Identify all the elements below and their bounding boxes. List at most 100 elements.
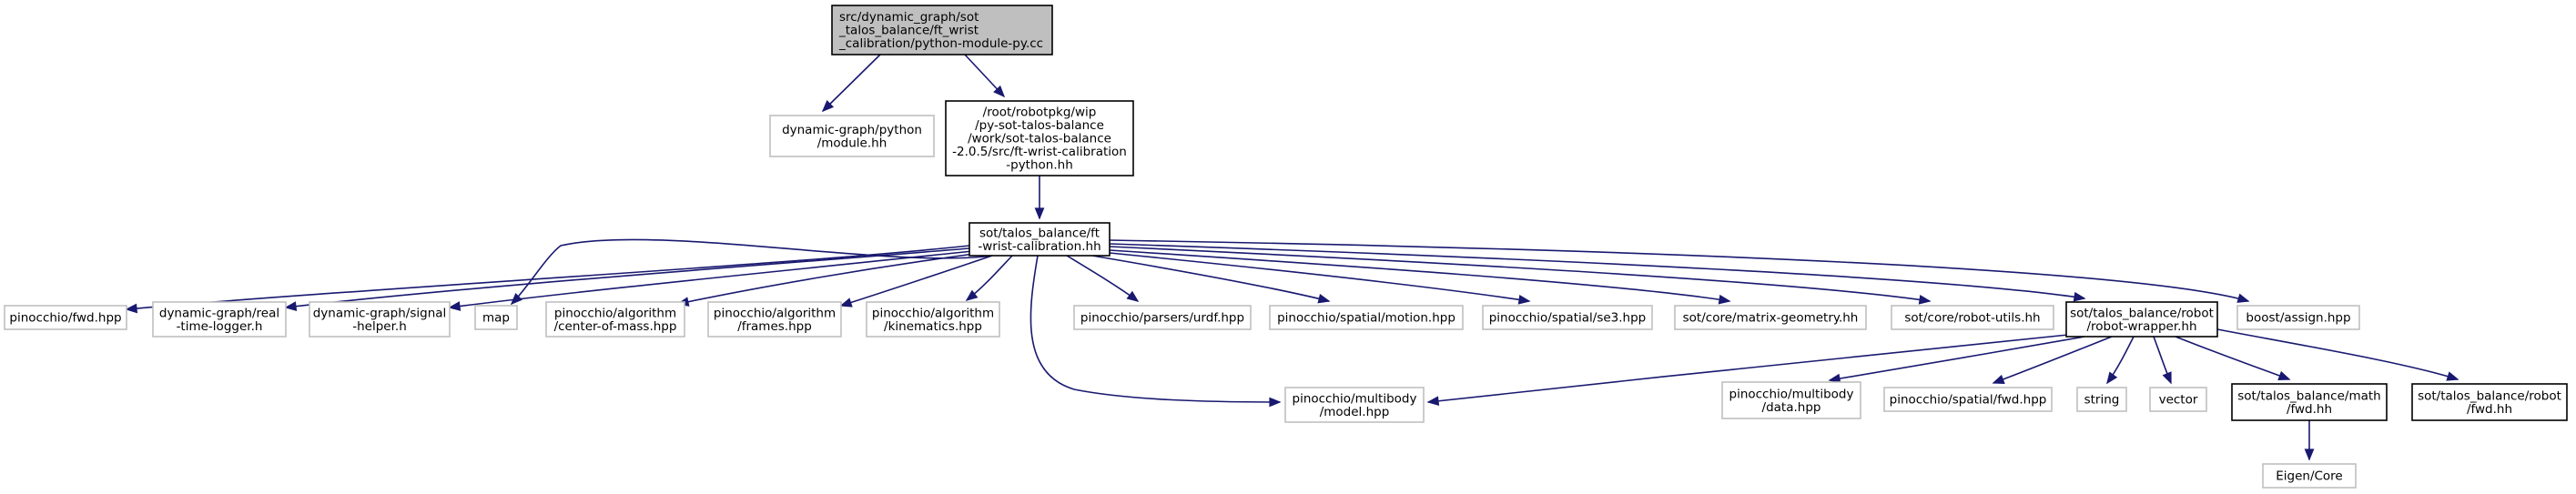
node-model: pinocchio/multibody/model.hpp xyxy=(1284,387,1425,423)
node-box xyxy=(969,222,1111,257)
edge-robot-wrapper-to-string xyxy=(2106,336,2135,385)
node-box xyxy=(769,115,935,157)
edge-line xyxy=(1993,336,2113,384)
node-python-hh[interactable]: /root/robotpkg/wip/py-sot-talos-balance/… xyxy=(945,100,1134,176)
node-math-fwd[interactable]: sot/talos_balance/math/fwd.hh xyxy=(2231,383,2388,421)
node-ft-wrist-calibration[interactable]: sot/talos_balance/ft-wrist-calibration.h… xyxy=(969,222,1111,257)
arrowhead-icon xyxy=(510,292,523,306)
node-label-line: /module.hh xyxy=(817,136,887,150)
edge-line xyxy=(1109,246,1931,302)
arrowhead-icon xyxy=(1034,207,1045,220)
node-label-line: Eigen/Core xyxy=(2276,469,2343,484)
node-label-line: -helper.h xyxy=(352,319,407,334)
edge-ft-wrist-calibration-to-motion xyxy=(1091,255,1331,304)
arrowhead-icon xyxy=(1426,396,1440,407)
arrowhead-icon xyxy=(125,303,138,314)
arrowhead-icon xyxy=(839,297,853,307)
edge-line xyxy=(126,245,970,310)
arrowhead-icon xyxy=(1317,293,1331,304)
edge-line xyxy=(285,247,970,308)
edge-line xyxy=(2216,328,2459,380)
node-box xyxy=(707,301,842,338)
node-label-line: /fwd.hh xyxy=(2287,402,2332,417)
node-label-line: /center-of-mass.hpp xyxy=(554,319,677,334)
arrowhead-icon xyxy=(993,85,1006,98)
arrowhead-icon xyxy=(2236,293,2250,303)
node-box xyxy=(2411,383,2568,421)
node-label-line: src/dynamic_graph/sot xyxy=(839,10,979,25)
node-box xyxy=(1674,305,1867,330)
edge-robot-wrapper-to-spatial-fwd xyxy=(1992,336,2113,384)
edge-line xyxy=(1109,239,2249,302)
node-se3: pinocchio/spatial/se3.hpp xyxy=(1482,305,1653,330)
node-label-line: /frames.hpp xyxy=(737,319,812,334)
edge-line xyxy=(822,54,881,112)
node-label-line: -python.hh xyxy=(1006,158,1073,173)
node-label-line: pinocchio/algorithm xyxy=(554,306,676,320)
node-pinocchio-fwd: pinocchio/fwd.hpp xyxy=(4,305,127,330)
node-real-time-logger: dynamic-graph/real-time-logger.h xyxy=(152,301,287,338)
node-label-line: dynamic-graph/real xyxy=(159,306,279,320)
arrowhead-icon xyxy=(1918,294,1932,305)
arrowhead-icon xyxy=(2073,291,2086,302)
edge-line xyxy=(840,255,993,307)
edge-line xyxy=(1091,255,1330,302)
node-root[interactable]: src/dynamic_graph/sot_talos_balance/ft_w… xyxy=(831,5,1053,55)
node-box xyxy=(1073,305,1252,330)
arrowhead-icon xyxy=(2304,449,2315,461)
node-label-line: map xyxy=(482,311,510,326)
edge-ft-wrist-calibration-to-se3 xyxy=(1109,252,1531,305)
node-label-line: pinocchio/parsers/urdf.hpp xyxy=(1080,311,1244,326)
node-box xyxy=(2236,305,2360,330)
node-matrix-geometry: sot/core/matrix-geometry.hh xyxy=(1674,305,1867,330)
node-box xyxy=(831,5,1053,55)
node-label-line: dynamic-graph/python xyxy=(782,123,922,137)
node-center-of-mass: pinocchio/algorithm/center-of-mass.hpp xyxy=(545,301,685,338)
nodes-layer: src/dynamic_graph/sot_talos_balance/ft_w… xyxy=(4,5,2568,489)
node-urdf: pinocchio/parsers/urdf.hpp xyxy=(1073,305,1252,330)
edge-line xyxy=(1109,252,1530,302)
arrowhead-icon xyxy=(1269,397,1282,408)
edge-robot-wrapper-to-math-fwd xyxy=(2175,336,2291,381)
node-spatial-fwd: pinocchio/spatial/fwd.hpp xyxy=(1883,387,2053,412)
node-label-line: _talos_balance/ft_wrist xyxy=(838,24,979,38)
node-box xyxy=(545,301,685,338)
edge-ft-wrist-calibration-to-frames xyxy=(839,255,993,307)
edge-root-to-dg-python-module xyxy=(821,54,881,113)
edge-ft-wrist-calibration-to-pinocchio-fwd xyxy=(125,245,970,314)
edge-ft-wrist-calibration-to-boost-assign xyxy=(1109,239,2250,303)
node-label-line: pinocchio/spatial/motion.hpp xyxy=(1277,311,1455,326)
node-vector: vector xyxy=(2149,387,2207,412)
node-robot-fwd[interactable]: sot/talos_balance/robot/fwd.hh xyxy=(2411,383,2568,421)
node-box xyxy=(866,301,1000,338)
node-label-line: sot/talos_balance/robot xyxy=(2418,388,2561,403)
edge-line xyxy=(1066,255,1139,302)
node-box xyxy=(2149,387,2207,412)
edge-ft-wrist-calibration-to-urdf xyxy=(1066,255,1140,302)
node-dg-python-module: dynamic-graph/python/module.hh xyxy=(769,115,935,157)
node-label-line: pinocchio/spatial/fwd.hpp xyxy=(1890,393,2047,408)
node-eigen-core: Eigen/Core xyxy=(2262,463,2357,489)
node-label-line: /data.hpp xyxy=(1762,400,1821,415)
edge-ft-wrist-calibration-to-kinematics xyxy=(965,255,1013,301)
arrowhead-icon xyxy=(1992,374,2005,384)
node-box xyxy=(2262,463,2357,489)
node-label-line: pinocchio/algorithm xyxy=(872,306,994,320)
edge-line xyxy=(2175,336,2290,380)
node-kinematics: pinocchio/algorithm/kinematics.hpp xyxy=(866,301,1000,338)
node-boost-assign: boost/assign.hpp xyxy=(2236,305,2360,330)
node-label-line: pinocchio/multibody xyxy=(1293,391,1417,406)
node-robot-utils: sot/core/robot-utils.hh xyxy=(1891,305,2054,330)
node-robot-wrapper[interactable]: sot/talos_balance/robot/robot-wrapper.hh xyxy=(2065,301,2218,338)
edge-math-fwd-to-eigen-core xyxy=(2304,420,2315,461)
node-label-line: boost/assign.hpp xyxy=(2246,311,2350,326)
node-map: map xyxy=(474,305,518,330)
arrowhead-icon xyxy=(448,301,461,311)
node-label-line: pinocchio/algorithm xyxy=(714,306,836,320)
arrowhead-icon xyxy=(2446,371,2459,381)
edge-ft-wrist-calibration-to-map xyxy=(510,238,993,306)
node-box xyxy=(1284,387,1425,423)
edge-ft-wrist-calibration-to-model xyxy=(1029,255,1282,408)
node-data: pinocchio/multibody/data.hpp xyxy=(1721,381,1861,419)
node-label-line: sot/core/robot-utils.hh xyxy=(1904,311,2040,326)
